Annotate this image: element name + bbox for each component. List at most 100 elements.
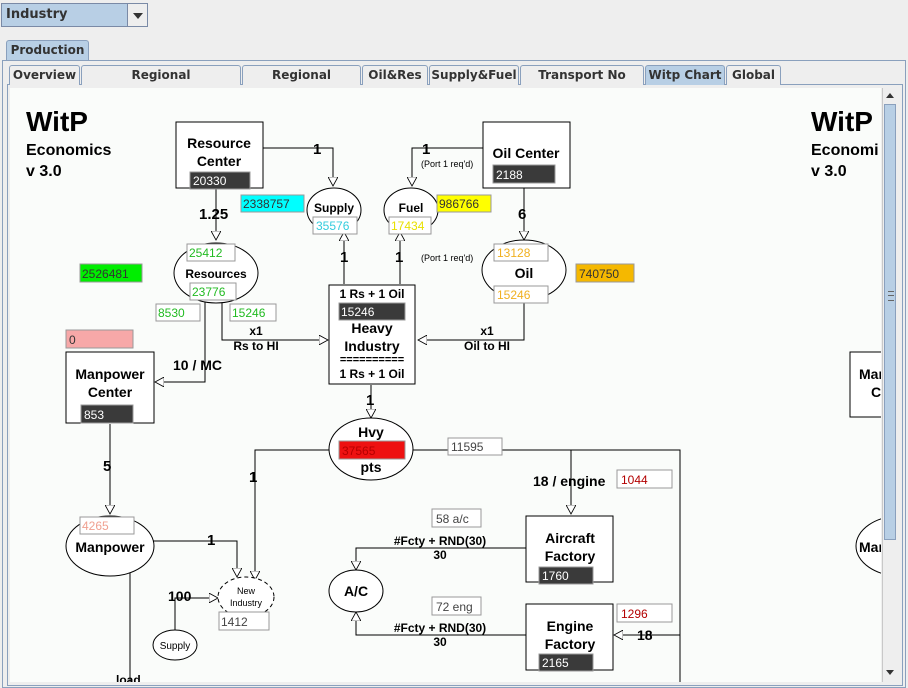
svg-text:Supply: Supply	[160, 641, 191, 652]
svg-text:Resource: Resource	[187, 135, 251, 151]
engine-output: 72 eng	[436, 600, 473, 614]
supply-stock: 2338757	[243, 197, 290, 211]
fuel-stock: 986766	[439, 197, 479, 211]
svg-text:Hvy: Hvy	[358, 424, 384, 440]
svg-text:Fuel: Fuel	[399, 201, 424, 215]
scroll-up-icon[interactable]	[884, 89, 896, 103]
svg-text:load: load	[116, 673, 141, 682]
svg-text:1 Rs + 1 Oil: 1 Rs + 1 Oil	[339, 367, 404, 381]
svg-text:1: 1	[249, 469, 257, 486]
aircraft-output: 58 a/c	[436, 512, 469, 526]
svg-text:18 / engine: 18 / engine	[533, 473, 606, 489]
oil-stock: 740750	[579, 267, 619, 281]
svg-text:Industry: Industry	[230, 598, 263, 608]
svg-text:Rs to HI: Rs to HI	[233, 339, 278, 353]
svg-text:Factory: Factory	[545, 636, 596, 652]
resources-left-value: 8530	[158, 306, 185, 320]
svg-text:100: 100	[168, 588, 192, 604]
new-industry-value: 1412	[221, 615, 248, 629]
view-select[interactable]: Industry	[1, 3, 148, 27]
economics-diagram: WitP Economics v 3.0 WitP Economi v 3.0 …	[26, 106, 881, 682]
view-select-value: Industry	[6, 7, 68, 22]
scroll-down-icon[interactable]	[884, 666, 896, 680]
svg-text:Center: Center	[197, 153, 242, 169]
svg-text:==========: ==========	[340, 354, 404, 366]
heavy-industry-box	[328, 284, 416, 385]
resources-top-value: 25412	[189, 246, 223, 260]
svg-text:Resources: Resources	[185, 267, 247, 281]
svg-text:Heavy: Heavy	[351, 320, 392, 336]
resource-center-value-box	[189, 171, 251, 190]
resources-value: 23776	[192, 285, 226, 299]
svg-text:Oil: Oil	[515, 265, 534, 281]
svg-text:A/C: A/C	[344, 583, 368, 599]
resources-stock: 2526481	[82, 267, 129, 281]
tab-production[interactable]: Production	[6, 40, 89, 61]
aircraft-factory-side-value: 1044	[621, 473, 648, 487]
svg-text:Manpower: Manpower	[75, 539, 145, 555]
svg-text:Aircraft: Aircraft	[545, 530, 595, 546]
tab-regional-industry[interactable]: Regional Industry	[242, 65, 361, 101]
hvy-value: 37565	[342, 444, 376, 458]
chart-version-repeat: v 3.0	[811, 163, 847, 180]
svg-text:1: 1	[422, 141, 430, 158]
svg-text:6: 6	[518, 206, 526, 223]
hvy-side-value: 11595	[451, 440, 484, 454]
tab-transport-no-dest[interactable]: Transport No Dest	[520, 65, 644, 101]
heavy-industry-value: 15246	[341, 305, 375, 319]
fuel-value: 17434	[391, 219, 425, 233]
svg-text:Mar: Mar	[859, 539, 881, 555]
svg-text:pts: pts	[361, 459, 382, 475]
svg-text:Industry: Industry	[344, 338, 399, 354]
oil-top-value: 13128	[497, 246, 531, 260]
svg-text:Oil to HI: Oil to HI	[464, 339, 510, 353]
chart-title: WitP	[26, 106, 88, 137]
supply-small-node	[152, 629, 198, 661]
svg-text:1: 1	[395, 249, 403, 266]
ac-node	[328, 569, 384, 613]
chart-version: v 3.0	[26, 163, 62, 180]
svg-text:(Port 1 req'd): (Port 1 req'd)	[421, 159, 473, 169]
scroll-thumb[interactable]	[884, 104, 896, 540]
svg-text:#Fcty + RND(30): #Fcty + RND(30)	[394, 534, 486, 548]
svg-text:Engine: Engine	[547, 618, 594, 634]
svg-text:1: 1	[340, 249, 348, 266]
svg-text:C: C	[871, 384, 881, 400]
svg-text:New: New	[237, 586, 256, 596]
chevron-down-icon[interactable]	[127, 4, 147, 26]
svg-text:1: 1	[207, 532, 215, 549]
witp-chart-canvas: WitP Economics v 3.0 WitP Economi v 3.0 …	[10, 88, 881, 682]
vertical-scrollbar[interactable]	[882, 88, 897, 682]
tab-regional-fcty-resources[interactable]: Regional Fcty/Resources	[81, 65, 241, 101]
tab-supply-fuel[interactable]: Supply&Fuel	[429, 65, 519, 85]
svg-text:Oil Center: Oil Center	[493, 145, 560, 161]
engine-factory-side-value: 1296	[621, 607, 648, 621]
tab-oil-res[interactable]: Oil&Res	[362, 65, 428, 85]
tab-witp-chart[interactable]: Witp Chart	[645, 65, 725, 85]
svg-text:18: 18	[637, 627, 653, 643]
new-industry-node	[217, 576, 275, 618]
svg-text:(Port 1 req'd): (Port 1 req'd)	[421, 253, 473, 263]
svg-text:5: 5	[103, 458, 111, 475]
chart-title-repeat: WitP	[811, 106, 873, 137]
manpower-center-stock: 0	[69, 333, 76, 347]
oil-center-value: 2188	[496, 168, 523, 182]
tab-overview[interactable]: Overview	[9, 65, 80, 85]
resources-right-value: 15246	[232, 306, 266, 320]
svg-text:1: 1	[366, 392, 374, 409]
resource-center-value: 20330	[193, 174, 227, 188]
aircraft-factory-value: 1760	[542, 569, 569, 583]
tab-global[interactable]: Global	[726, 65, 781, 85]
svg-text:x1: x1	[480, 324, 494, 338]
engine-factory-value: 2165	[542, 656, 569, 670]
svg-text:Center: Center	[88, 384, 133, 400]
svg-text:Mar: Mar	[859, 366, 881, 382]
svg-text:Manpower: Manpower	[75, 366, 145, 382]
chart-subtitle-repeat: Economi	[811, 142, 879, 159]
svg-text:Supply: Supply	[314, 201, 354, 215]
svg-text:30: 30	[433, 548, 447, 562]
oil-value: 15246	[497, 288, 531, 302]
svg-text:x1: x1	[249, 324, 263, 338]
svg-text:10 / MC: 10 / MC	[173, 357, 222, 373]
supply-value: 35576	[316, 219, 350, 233]
